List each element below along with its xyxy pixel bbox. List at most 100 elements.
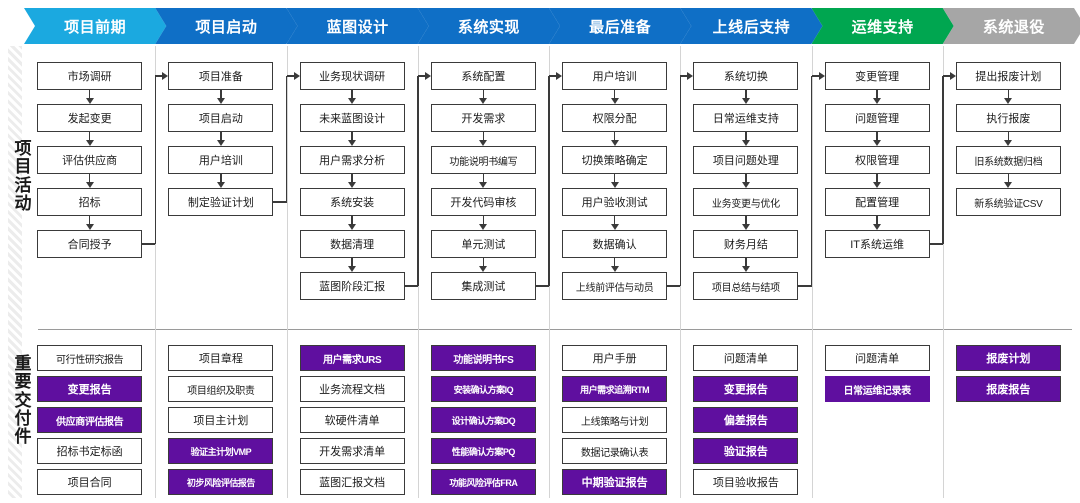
flow-connector-line: [745, 132, 747, 141]
activity-box[interactable]: 切换策略确定: [562, 146, 668, 174]
activity-box[interactable]: 变更管理: [824, 62, 930, 90]
activity-box[interactable]: 制定验证计划: [168, 188, 274, 216]
activity-box[interactable]: 项目启动: [168, 104, 274, 132]
flow-arrow-right: [556, 72, 563, 80]
deliverable-box[interactable]: 问题清单: [824, 345, 930, 371]
activity-box[interactable]: 集成测试: [430, 272, 536, 300]
deliverable-box-highlighted[interactable]: 中期验证报告: [562, 469, 668, 495]
deliverable-box-highlighted[interactable]: 功能风险评估FRA: [430, 469, 536, 495]
deliverable-box-highlighted[interactable]: 功能说明书FS: [430, 345, 536, 371]
deliverable-box[interactable]: 可行性研究报告: [37, 345, 143, 371]
deliverable-box[interactable]: 开发需求清单: [299, 438, 405, 464]
deliverable-box[interactable]: 上线策略与计划: [562, 407, 668, 433]
activity-box[interactable]: 配置管理: [824, 188, 930, 216]
deliverable-box[interactable]: 软硬件清单: [299, 407, 405, 433]
deliverable-box-highlighted[interactable]: 变更报告: [693, 376, 799, 402]
phase-header-2[interactable]: 项目启动: [155, 8, 298, 44]
activity-box[interactable]: 开发需求: [430, 104, 536, 132]
deliverable-box-highlighted[interactable]: 用户需求URS: [299, 345, 405, 371]
deliverable-box[interactable]: 业务流程文档: [299, 376, 405, 402]
deliverable-box-highlighted[interactable]: 设计确认方案DQ: [430, 407, 536, 433]
activity-box[interactable]: 业务变更与优化: [693, 188, 799, 216]
phase-header-8[interactable]: 系统退役: [942, 8, 1080, 44]
activity-box[interactable]: 日常运维支持: [693, 104, 799, 132]
deliverable-box-highlighted[interactable]: 用户需求追溯RTM: [562, 376, 668, 402]
activity-box[interactable]: 系统安装: [299, 188, 405, 216]
deliverable-box-highlighted[interactable]: 偏差报告: [693, 407, 799, 433]
flow-connector-line: [745, 90, 747, 99]
flow-connector-line: [613, 132, 616, 141]
activity-box[interactable]: 招标: [37, 188, 143, 216]
activity-box[interactable]: 单元测试: [430, 230, 536, 258]
activity-box[interactable]: 权限管理: [824, 146, 930, 174]
flow-connector-line: [351, 258, 353, 267]
deliverable-box[interactable]: 用户手册: [562, 345, 668, 371]
phase-header-7[interactable]: 运维支持: [811, 8, 954, 44]
activity-box[interactable]: 数据确认: [562, 230, 668, 258]
activity-box[interactable]: 提出报废计划: [955, 62, 1061, 90]
deliverable-box[interactable]: 问题清单: [693, 345, 799, 371]
activity-box[interactable]: 新系统验证CSV: [955, 188, 1061, 216]
deliverable-box-highlighted[interactable]: 安装确认方案IQ: [430, 376, 536, 402]
deliverable-box[interactable]: 数据记录确认表: [562, 438, 668, 464]
activity-box[interactable]: 系统配置: [430, 62, 536, 90]
activity-box[interactable]: 项目准备: [168, 62, 274, 90]
activity-box[interactable]: IT系统运维: [824, 230, 930, 258]
activity-box[interactable]: 开发代码审核: [430, 188, 536, 216]
activity-box[interactable]: 财务月结: [693, 230, 799, 258]
flow-arrow-down: [348, 266, 357, 272]
activity-box[interactable]: 功能说明书编写: [430, 146, 536, 174]
activity-box[interactable]: 项目总结与结项: [693, 272, 799, 300]
activity-box[interactable]: 数据清理: [299, 230, 405, 258]
deliverable-box-highlighted[interactable]: 日常运维记录表: [824, 376, 930, 402]
activity-box[interactable]: 用户培训: [562, 62, 668, 90]
phase-header-4[interactable]: 系统实现: [417, 8, 560, 44]
phase-header-5[interactable]: 最后准备: [549, 8, 692, 44]
flow-connector-h: [798, 285, 812, 287]
activity-box[interactable]: 系统切换: [693, 62, 799, 90]
activity-box[interactable]: 市场调研: [37, 62, 143, 90]
flow-connector-line: [876, 90, 878, 99]
phase-header-1[interactable]: 项目前期: [24, 8, 167, 44]
deliverable-box-highlighted[interactable]: 验证报告: [693, 438, 799, 464]
flow-arrow-down: [610, 182, 619, 188]
deliverable-box-highlighted[interactable]: 初步风险评估报告: [168, 469, 274, 495]
activity-box[interactable]: 蓝图阶段汇报: [299, 272, 405, 300]
deliverable-box-highlighted[interactable]: 报废计划: [955, 345, 1061, 371]
activity-box[interactable]: 权限分配: [562, 104, 668, 132]
activity-box[interactable]: 执行报废: [955, 104, 1061, 132]
deliverable-box[interactable]: 项目合同: [37, 469, 143, 495]
activity-box[interactable]: 合同授予: [37, 230, 143, 258]
activity-box[interactable]: 发起变更: [37, 104, 143, 132]
activity-box[interactable]: 用户培训: [168, 146, 274, 174]
deliverable-box-highlighted[interactable]: 验证主计划VMP: [168, 438, 274, 464]
flow-arrow-down: [741, 140, 750, 146]
deliverable-box[interactable]: 项目验收报告: [693, 469, 799, 495]
flow-arrow-right: [424, 72, 431, 80]
deliverable-box-highlighted[interactable]: 变更报告: [37, 376, 143, 402]
flow-connector-line: [482, 258, 485, 267]
activity-box[interactable]: 上线前评估与动员: [562, 272, 668, 300]
activity-box[interactable]: 用户需求分析: [299, 146, 405, 174]
deliverable-box[interactable]: 项目章程: [168, 345, 274, 371]
activity-box[interactable]: 评估供应商: [37, 146, 143, 174]
deliverable-box[interactable]: 蓝图汇报文档: [299, 469, 405, 495]
deliverable-box[interactable]: 招标书定标函: [37, 438, 143, 464]
activity-box[interactable]: 问题管理: [824, 104, 930, 132]
activity-box[interactable]: 项目问题处理: [693, 146, 799, 174]
flow-connector-v: [548, 76, 550, 286]
deliverable-box-highlighted[interactable]: 性能确认方案PQ: [430, 438, 536, 464]
flow-connector-h: [680, 75, 688, 77]
deliverable-box[interactable]: 项目主计划: [168, 407, 274, 433]
row-label-activities: 项目活动: [14, 139, 32, 214]
deliverable-box-highlighted[interactable]: 供应商评估报告: [37, 407, 143, 433]
deliverable-box[interactable]: 项目组织及职责: [168, 376, 274, 402]
phase-header-3[interactable]: 蓝图设计: [286, 8, 429, 44]
phase-header-6[interactable]: 上线后支持: [680, 8, 823, 44]
flow-connector-line: [482, 90, 485, 99]
activity-box[interactable]: 旧系统数据归档: [955, 146, 1061, 174]
activity-box[interactable]: 业务现状调研: [299, 62, 405, 90]
activity-box[interactable]: 用户验收测试: [562, 188, 668, 216]
activity-box[interactable]: 未来蓝图设计: [299, 104, 405, 132]
deliverable-box-highlighted[interactable]: 报废报告: [955, 376, 1061, 402]
